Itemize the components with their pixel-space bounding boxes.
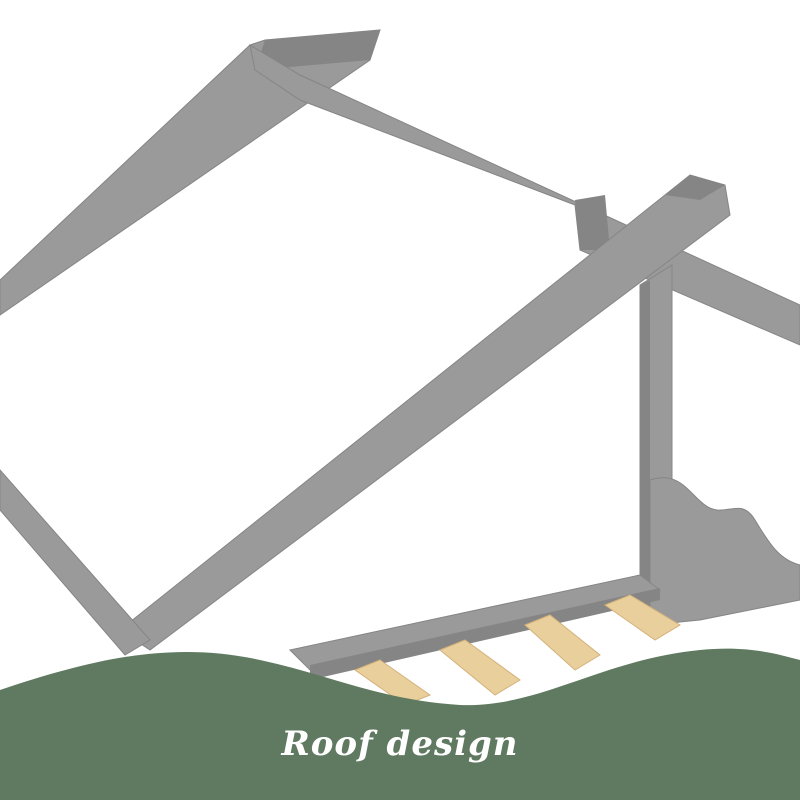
bed-slat	[603, 594, 681, 641]
bed-slat	[439, 639, 521, 696]
roof-beam-lower-left	[0, 469, 151, 656]
roof-beam-front	[119, 174, 731, 651]
roof-beam-left-shade	[255, 30, 380, 70]
ridge-beam-end	[575, 195, 610, 250]
bed-slat	[353, 659, 432, 706]
caption-banner	[0, 648, 800, 800]
headboard-panel	[649, 477, 800, 626]
roof-beam-front-top	[665, 175, 725, 200]
caption-text: Roof design	[281, 724, 519, 764]
side-rail-lip	[310, 588, 660, 680]
bed-slat	[524, 614, 601, 671]
corner-post-shade	[640, 280, 650, 610]
roof-beam-left	[0, 29, 381, 316]
